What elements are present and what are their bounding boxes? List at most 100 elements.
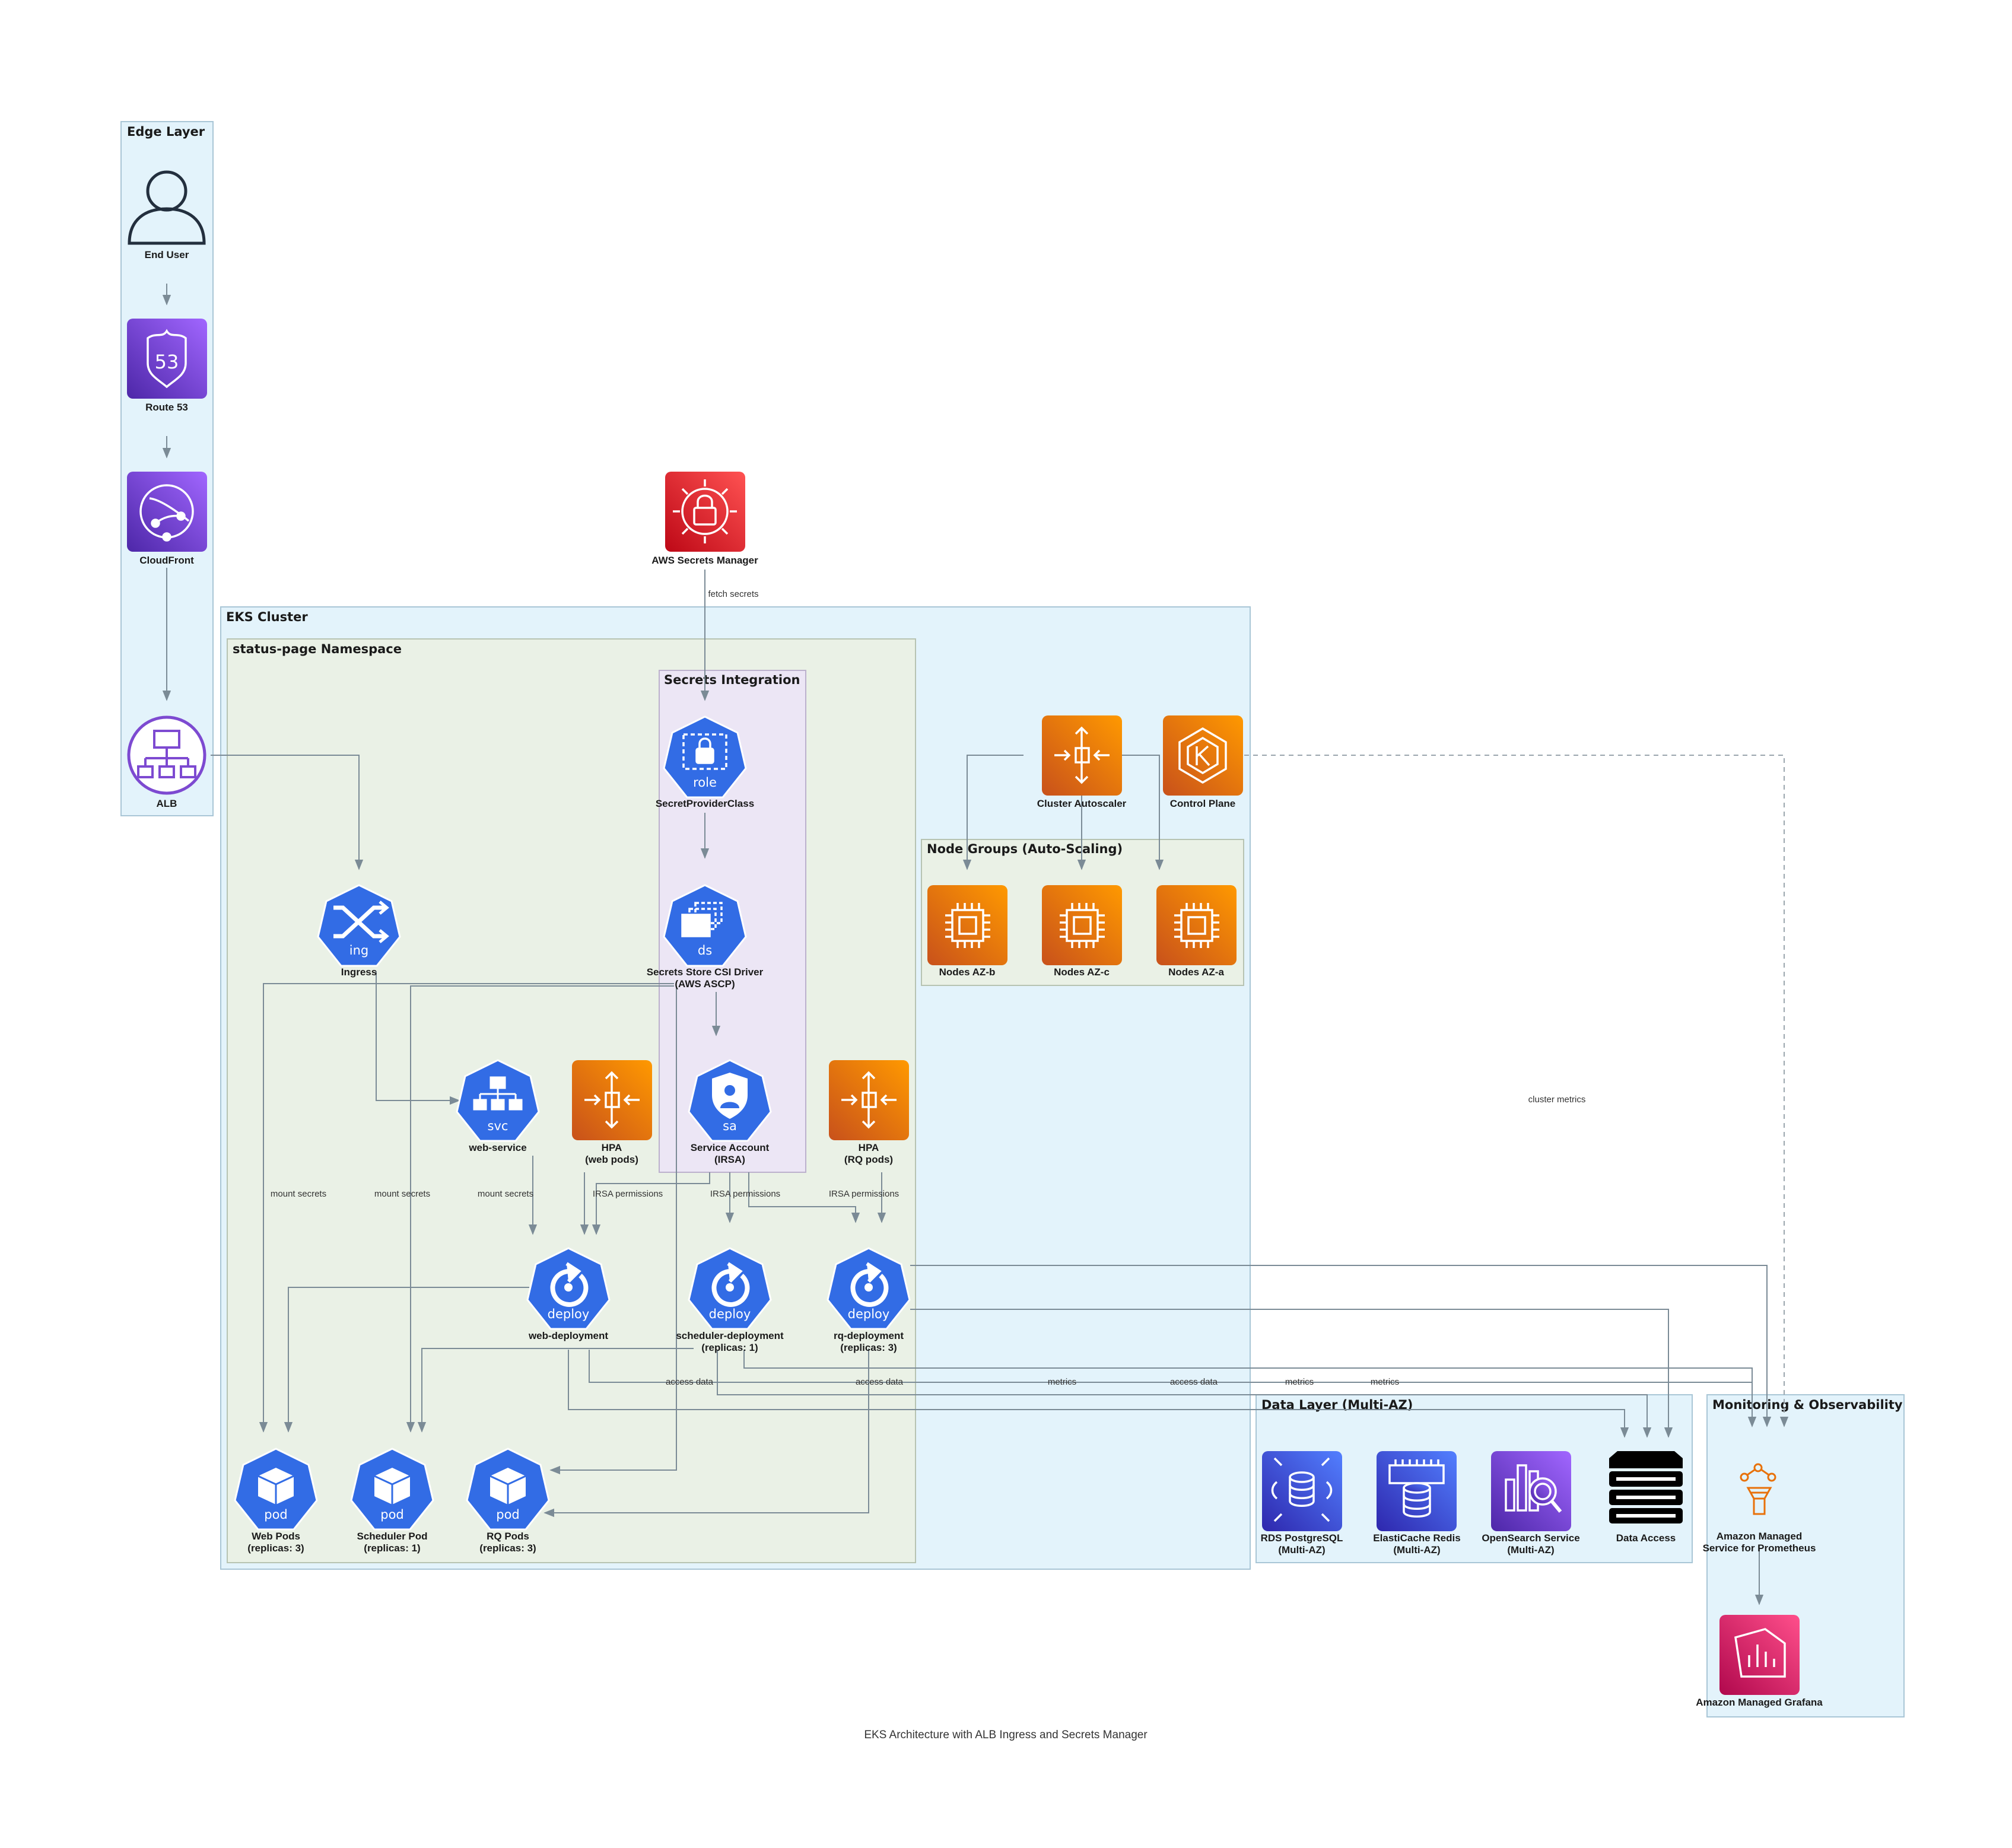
- node-label-prometheus-1: Amazon Managed: [1717, 1531, 1803, 1542]
- node-rq-pods[interactable]: pod RQ Pods (replicas: 3): [466, 1448, 550, 1554]
- node-data-access[interactable]: Data Access: [1609, 1451, 1683, 1544]
- node-label-web-deployment: web-deployment: [528, 1330, 608, 1341]
- cluster-title-eks: EKS Cluster: [226, 610, 308, 624]
- node-end-user[interactable]: End User: [128, 170, 206, 260]
- edge-webdeploy-data: [568, 1350, 1629, 1438]
- node-ingress[interactable]: ing Ingress: [317, 884, 401, 978]
- node-label-rq-pods-1: RQ Pods: [487, 1531, 529, 1542]
- node-label-web-pods-1: Web Pods: [252, 1531, 300, 1542]
- edge-schedulerdeploy-data: [717, 1350, 1652, 1438]
- autoscaling-icon: [841, 1071, 897, 1129]
- node-label-rq-pods-2: (replicas: 3): [479, 1542, 536, 1554]
- eks-icon: [1178, 727, 1227, 784]
- node-label-alb: ALB: [157, 798, 177, 809]
- node-scheduler-pod[interactable]: pod Scheduler Pod (replicas: 1): [350, 1448, 434, 1554]
- node-rq-deployment[interactable]: deploy rq-deployment (replicas: 3): [827, 1247, 911, 1353]
- hex-badge-svc: svc: [488, 1119, 508, 1133]
- edge-label-access-data-2: access data: [856, 1377, 904, 1387]
- grafana-icon: [1734, 1628, 1786, 1678]
- node-prometheus[interactable]: Amazon Managed Service for Prometheus: [1703, 1463, 1816, 1554]
- node-label-cloudfront: CloudFront: [139, 555, 194, 566]
- node-nodes-az-b[interactable]: Nodes AZ-b: [927, 885, 1007, 978]
- node-service-account[interactable]: sa Service Account (IRSA): [688, 1059, 772, 1165]
- node-web-deployment[interactable]: deploy web-deployment: [526, 1247, 611, 1341]
- pod-icon: [374, 1468, 411, 1505]
- node-label-data-access: Data Access: [1616, 1532, 1676, 1544]
- node-opensearch[interactable]: OpenSearch Service (Multi-AZ): [1482, 1451, 1580, 1556]
- node-web-pods[interactable]: pod Web Pods (replicas: 3): [234, 1448, 318, 1554]
- node-csi-driver[interactable]: ds Secrets Store CSI Driver (AWS ASCP): [647, 884, 764, 990]
- hex-badge-pod-scheduler: pod: [380, 1507, 404, 1522]
- node-hpa-web[interactable]: HPA (web pods): [572, 1060, 652, 1165]
- node-label-hpa-rq-2: (RQ pods): [844, 1154, 893, 1165]
- cluster-namespace: status-page Namespace: [227, 638, 916, 1563]
- node-label-secret-provider-class: SecretProviderClass: [656, 798, 754, 809]
- cluster-title-secrets: Secrets Integration: [664, 673, 800, 687]
- edge-webdeploy-webpods: [284, 1287, 529, 1433]
- node-label-scheduler-pod-2: (replicas: 1): [364, 1542, 420, 1554]
- daemonset-icon: [681, 902, 723, 937]
- ec2-chip-icon: [1174, 903, 1219, 948]
- node-web-service[interactable]: svc web-service: [456, 1059, 540, 1153]
- node-nodes-az-a[interactable]: Nodes AZ-a: [1156, 885, 1237, 978]
- hex-badge-pod-rq: pod: [496, 1507, 520, 1522]
- elasticache-icon: [1388, 1459, 1445, 1518]
- node-elasticache[interactable]: ElastiCache Redis (Multi-AZ): [1373, 1451, 1461, 1556]
- node-secret-provider-class[interactable]: role SecretProviderClass: [656, 715, 754, 809]
- node-label-secrets-manager: AWS Secrets Manager: [651, 555, 758, 566]
- node-label-scheduler-pod-1: Scheduler Pod: [357, 1531, 427, 1542]
- edge-schedulerdeploy-metrics: [743, 1350, 1757, 1427]
- hex-badge-deploy-web: deploy: [548, 1307, 590, 1321]
- node-label-csi-driver-1: Secrets Store CSI Driver: [647, 966, 764, 978]
- node-rds[interactable]: RDS PostgreSQL (Multi-AZ): [1261, 1451, 1343, 1556]
- node-label-nodes-az-a: Nodes AZ-a: [1168, 966, 1224, 978]
- node-label-nodes-az-c: Nodes AZ-c: [1054, 966, 1110, 978]
- node-control-plane[interactable]: Control Plane: [1163, 715, 1243, 809]
- edge-label-mount-secrets-2: mount secrets: [374, 1189, 430, 1199]
- edge-label-mount-secrets-1: mount secrets: [271, 1189, 326, 1199]
- edge-label-access-data-1: access data: [666, 1377, 714, 1387]
- node-label-csi-driver-2: (AWS ASCP): [675, 978, 735, 990]
- node-cluster-autoscaler[interactable]: Cluster Autoscaler: [1037, 715, 1127, 809]
- node-label-rds-1: RDS PostgreSQL: [1261, 1532, 1343, 1544]
- pod-icon: [490, 1468, 526, 1505]
- node-route53[interactable]: 53 Route 53: [127, 319, 207, 413]
- edge-sa-rqdeploy: [748, 1172, 860, 1223]
- load-balancer-icon: [137, 730, 196, 778]
- ec2-chip-icon: [1060, 903, 1105, 948]
- edge-alb-ingress: [211, 755, 364, 870]
- node-alb[interactable]: ALB: [127, 715, 206, 809]
- node-label-grafana: Amazon Managed Grafana: [1696, 1697, 1823, 1708]
- edge-sa-webdeploy: [592, 1172, 710, 1235]
- node-scheduler-deployment[interactable]: deploy scheduler-deployment (replicas: 1…: [676, 1247, 784, 1353]
- node-hpa-rq[interactable]: HPA (RQ pods): [829, 1060, 909, 1165]
- user-icon: [128, 170, 206, 245]
- edges: [162, 284, 1789, 1605]
- hex-badge-pod-web: pod: [264, 1507, 288, 1522]
- edge-label-irsa-1: IRSA permissions: [593, 1189, 663, 1199]
- cluster-title-node-groups: Node Groups (Auto-Scaling): [927, 842, 1123, 856]
- node-label-service-account-2: (IRSA): [714, 1154, 745, 1165]
- hex-badge-deploy-rq: deploy: [848, 1307, 890, 1321]
- node-label-scheduler-deployment-2: (replicas: 1): [701, 1342, 758, 1353]
- edge-controlplane-prometheus: [1244, 755, 1789, 1427]
- node-label-hpa-rq-1: HPA: [859, 1142, 879, 1153]
- edge-label-cluster-metrics: cluster metrics: [1528, 1095, 1586, 1105]
- edge-label-fetch-secrets: fetch secrets: [708, 589, 758, 599]
- node-secrets-manager[interactable]: AWS Secrets Manager: [651, 472, 758, 566]
- node-label-rds-2: (Multi-AZ): [1278, 1544, 1325, 1556]
- edge-label-irsa-2: IRSA permissions: [710, 1189, 780, 1199]
- diagram-caption: EKS Architecture with ALB Ingress and Se…: [864, 1729, 1148, 1741]
- cloudfront-icon: [139, 484, 194, 542]
- node-nodes-az-c[interactable]: Nodes AZ-c: [1042, 885, 1122, 978]
- edge-csi-schedulerpod: [406, 985, 674, 1433]
- node-label-cluster-autoscaler: Cluster Autoscaler: [1037, 798, 1127, 809]
- node-grafana[interactable]: Amazon Managed Grafana: [1696, 1615, 1823, 1708]
- ec2-chip-icon: [945, 903, 990, 948]
- hex-badge-sa: sa: [723, 1119, 737, 1133]
- route53-icon: 53: [147, 329, 187, 389]
- cluster-title-monitoring: Monitoring & Observability: [1712, 1398, 1903, 1412]
- node-cloudfront[interactable]: CloudFront: [127, 472, 207, 566]
- node-label-hpa-web-1: HPA: [602, 1142, 622, 1153]
